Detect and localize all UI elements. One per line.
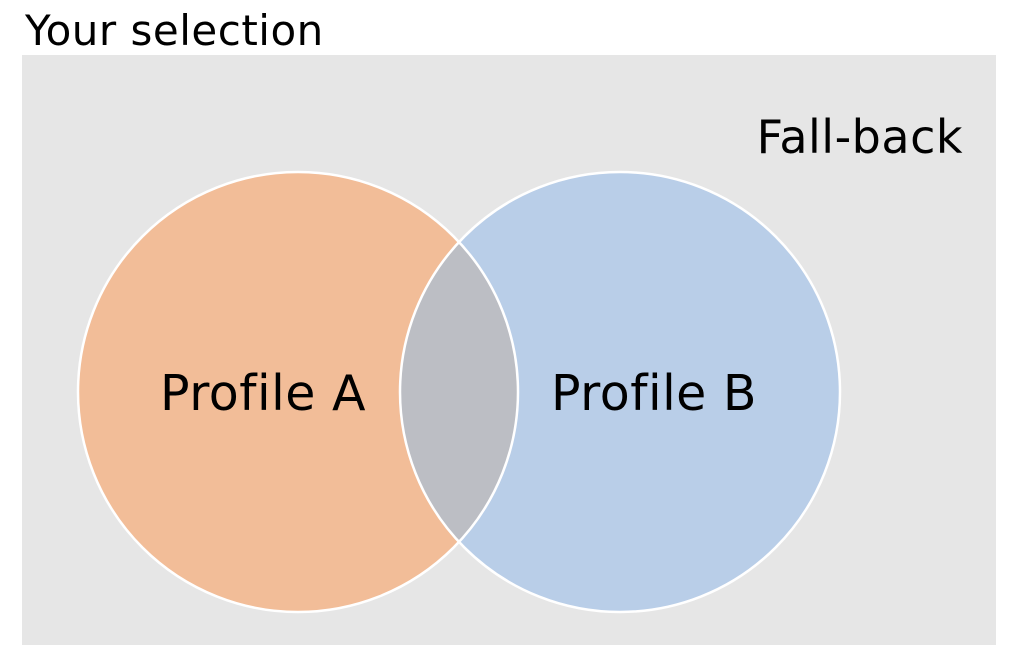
- venn-label-profile-a: Profile A: [160, 365, 366, 422]
- venn-circle-a-outline: [76, 170, 520, 614]
- venn-label-profile-b: Profile B: [551, 365, 757, 422]
- venn-circle-profile-a[interactable]: [78, 172, 518, 612]
- venn-circle-b-outline: [398, 170, 842, 614]
- venn-circle-profile-b[interactable]: [400, 172, 840, 612]
- page-title: Your selection: [24, 6, 324, 55]
- fallback-annotation: Fall-back: [757, 110, 963, 164]
